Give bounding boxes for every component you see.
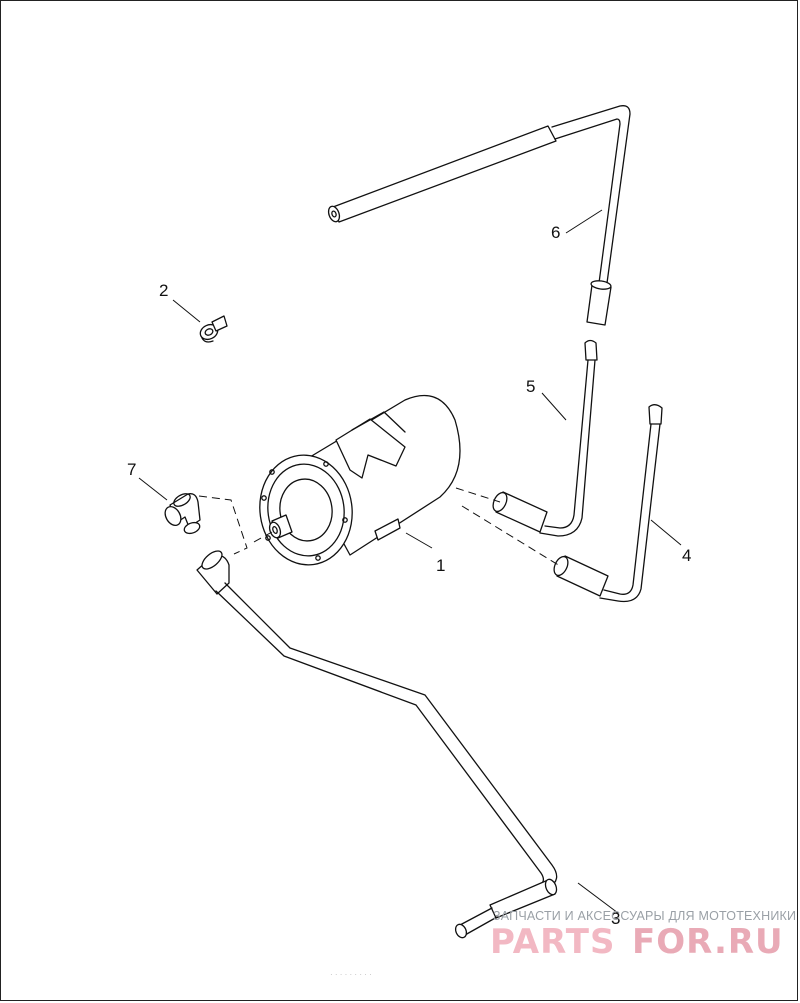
- watermark-tagline: ЗАПЧАСТИ И АКСЕССУАРЫ ДЛЯ МОТОТЕХНИКИ: [493, 909, 796, 923]
- part-4-tube: [553, 404, 663, 603]
- callout-4: 4: [682, 546, 691, 565]
- callout-leaders: [138, 209, 682, 914]
- part-6-tube: [327, 105, 631, 326]
- callout-1: 1: [436, 556, 445, 575]
- callout-7: 7: [127, 460, 136, 479]
- callout-5: 5: [526, 377, 535, 396]
- part-3-tube: [196, 550, 558, 939]
- callout-2: 2: [159, 281, 168, 300]
- callout-3: 3: [611, 909, 620, 928]
- part-7-elbow: [164, 493, 201, 535]
- watermark-brand-right: FOR.RU: [632, 922, 784, 962]
- part-1-canister: [259, 394, 461, 566]
- assembly-guide-lines: [198, 487, 561, 567]
- callout-6: 6: [551, 223, 560, 242]
- part-2-clamp: [199, 315, 228, 343]
- footer-code: · · · · · · · · ·: [330, 970, 372, 979]
- part-5-tube: [492, 339, 598, 537]
- watermark: ЗАПЧАСТИ И АКСЕССУАРЫ ДЛЯ МОТОТЕХНИКИ PA…: [490, 909, 796, 962]
- watermark-brand-left: PARTS: [490, 922, 615, 962]
